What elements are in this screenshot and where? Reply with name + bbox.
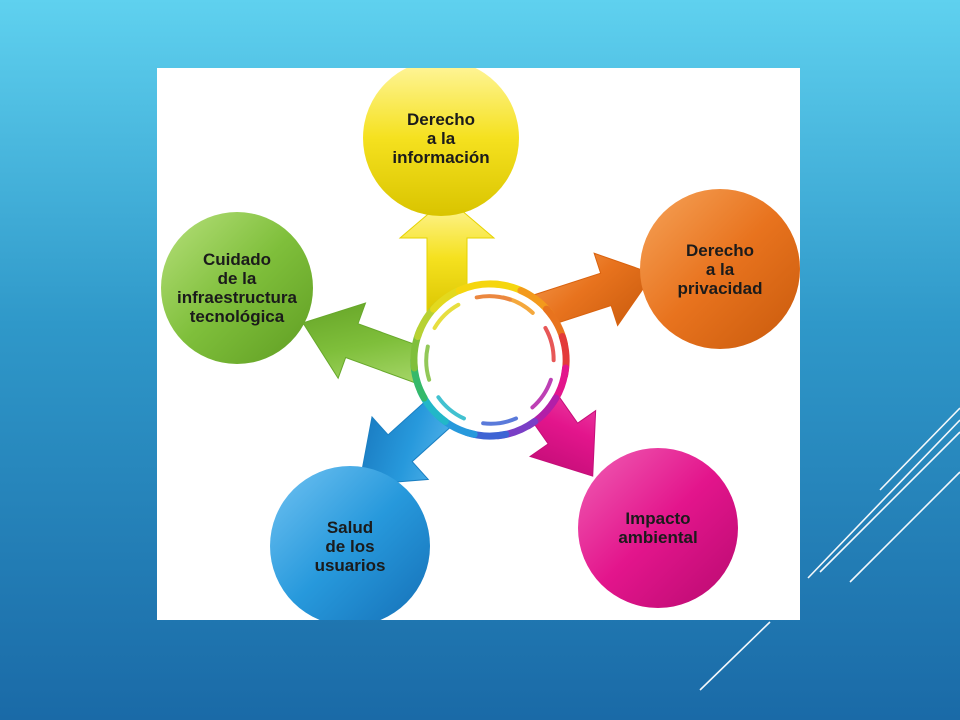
node-circle-infraestructura [161,212,313,364]
diagram-graphic [161,68,800,620]
node-label-salud: Salud de los usuarios [314,517,386,575]
node-label-informacion: Derecho a la información [392,109,490,167]
node-circle-ambiental [578,448,738,608]
node-circle-informacion [363,68,519,216]
node-circle-salud [270,466,430,620]
node-label-infraestructura: Cuidado de la infraestructura tecnológic… [177,250,297,326]
rainbow-swirl-ring-icon [410,280,570,440]
node-circle-privacidad [640,189,800,349]
node-label-privacidad: Derecho a la privacidad [677,240,763,298]
diagram-panel: Derecho a la información Derecho a la pr… [157,68,800,620]
node-label-ambiental: Impacto ambiental [618,509,698,547]
